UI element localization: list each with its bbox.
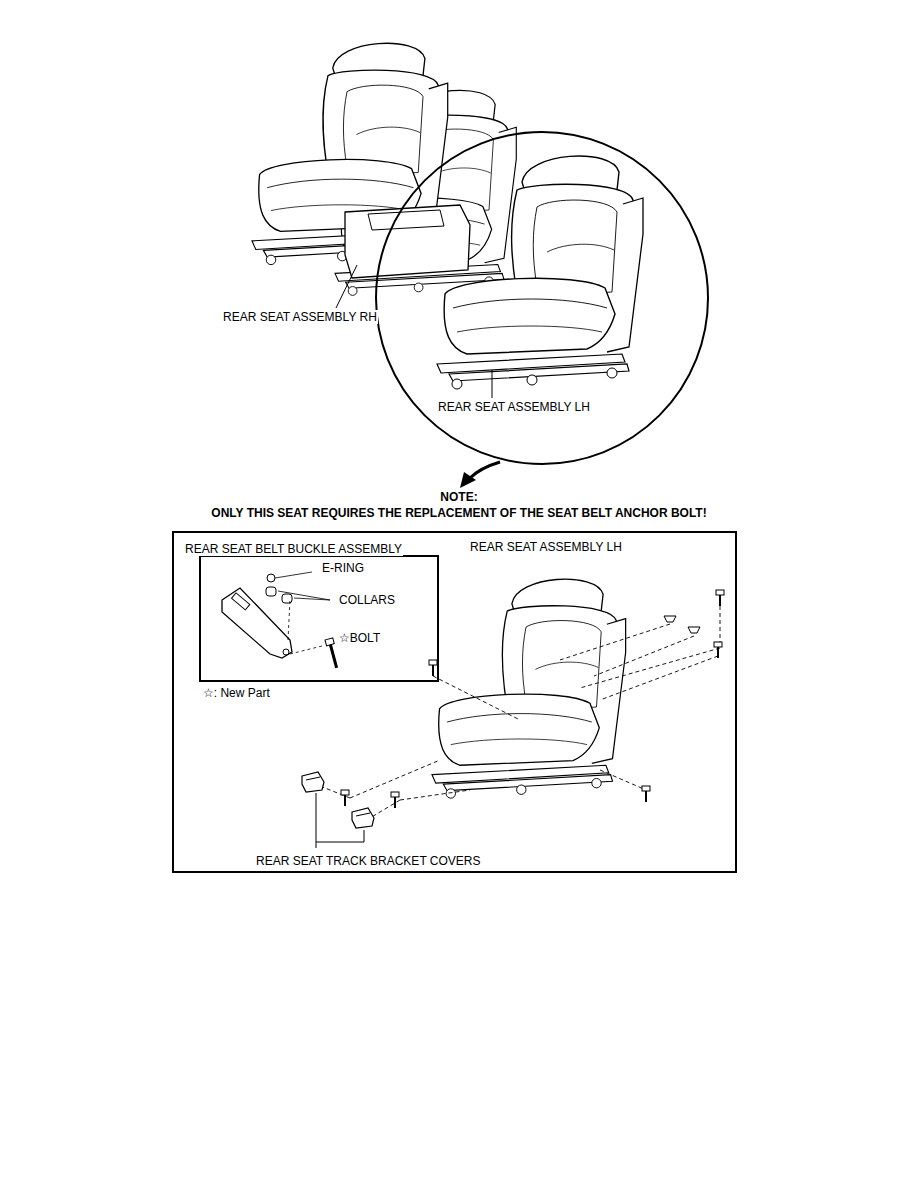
arrow-head: [460, 472, 476, 488]
part-name: REAR SEAT ASSEMBLY LH: [437, 400, 591, 414]
part-name: E-RING: [321, 561, 365, 575]
part-name: ☆: New Part: [202, 686, 271, 700]
figure-line: [288, 600, 322, 654]
leader-line: [336, 265, 357, 308]
figure-line: [600, 656, 718, 700]
lh-seat-detail: [432, 579, 626, 798]
console: [345, 205, 470, 278]
figure-line: [400, 790, 470, 800]
console-lid: [368, 210, 444, 230]
pointer-arrow: [470, 462, 500, 478]
figure-line: [714, 642, 722, 658]
figure-line: [325, 638, 334, 646]
figure-line: [594, 636, 694, 676]
figure-line: [283, 649, 289, 655]
part-name: COLLARS: [338, 593, 396, 607]
buckle: [222, 588, 292, 658]
inset-frame: REAR SEAT BELT BUCKLE ASSEMBLYE-RINGCOLL…: [199, 555, 439, 682]
note-heading: NOTE:: [439, 490, 478, 504]
figure-line: [341, 790, 349, 806]
detail-circle: [376, 132, 708, 464]
bracket-leader: [316, 793, 364, 848]
rh-seat-pair: [252, 43, 516, 295]
figure-line: [600, 770, 646, 790]
figure-line: [642, 786, 650, 802]
leader-line: [492, 370, 493, 398]
track-cover: [352, 808, 374, 828]
figure-line: [232, 593, 250, 610]
lh-seat: [437, 156, 643, 389]
dashed-lines: [310, 606, 720, 818]
collar: [282, 594, 292, 603]
figure-line: [391, 792, 399, 808]
lh-seat-exploded: [302, 579, 724, 848]
detail-frame: REAR SEAT ASSEMBLY LH☆: New PartREAR SEA…: [172, 531, 737, 873]
figure-line: [716, 590, 724, 606]
part-name: REAR SEAT ASSEMBLY RH: [222, 310, 378, 324]
figure-line: [330, 645, 336, 668]
part-name: REAR SEAT TRACK BRACKET COVERS: [255, 854, 482, 868]
figure-line: [429, 660, 437, 676]
part-name: REAR SEAT BELT BUCKLE ASSEMBLY: [184, 542, 403, 556]
part-name: REAR SEAT ASSEMBLY LH: [469, 540, 623, 554]
note-text: ONLY THIS SEAT REQUIRES THE REPLACEMENT …: [210, 506, 707, 520]
figure-line: [433, 676, 520, 720]
figure-line: [688, 627, 700, 633]
collar: [266, 587, 276, 596]
buckle-exploded: [222, 572, 340, 669]
e-ring: [267, 574, 275, 582]
figure-line: [560, 624, 670, 660]
figure-line: [664, 616, 676, 622]
figure-line: [275, 572, 330, 600]
track-cover: [302, 772, 324, 792]
part-name: ☆BOLT: [338, 631, 381, 645]
